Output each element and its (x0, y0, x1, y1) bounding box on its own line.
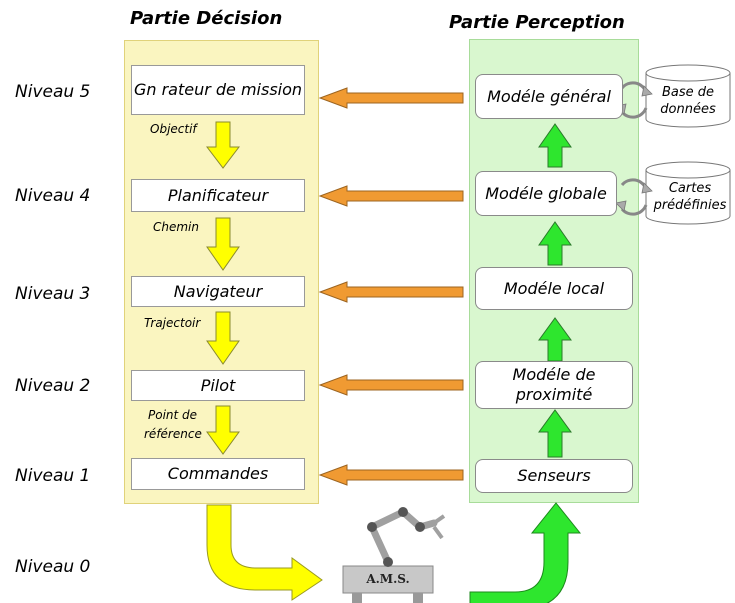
exchange-icon-1 (620, 81, 648, 119)
green-arrow-4 (538, 123, 572, 168)
green-arrow-2 (538, 317, 572, 362)
database-cylinder-cartes (645, 161, 731, 225)
modele-general-box: Modéle général (475, 74, 623, 119)
senseurs-box: Senseurs (475, 459, 633, 493)
database-cylinder-base (645, 64, 731, 128)
orange-arrow-level5 (318, 87, 464, 109)
yellow-curved-arrow (206, 504, 323, 601)
pilot-box: Pilot (131, 370, 305, 401)
yellow-down-arrows (205, 121, 241, 455)
commandes-box: Commandes (131, 458, 305, 490)
cartes-predefinies-label: Cartes prédéfinies (648, 181, 732, 215)
modele-local-box: Modéle local (475, 267, 633, 310)
yellow-arrow-3 (206, 311, 240, 365)
orange-arrow-level1 (318, 464, 464, 486)
mission-generator-box: Gn rateur de mission (131, 65, 305, 115)
perception-title: Partie Perception (449, 12, 625, 33)
robot-icon (342, 507, 446, 603)
decision-title: Partie Décision (130, 8, 283, 29)
yellow-arrow-2 (206, 217, 240, 271)
reference-label: référence (144, 427, 202, 441)
base-de-donnees-label: Base de données (650, 85, 726, 119)
green-up-arrows (538, 123, 572, 458)
level-2-label: Niveau 2 (15, 376, 91, 396)
level-0-label: Niveau 0 (15, 557, 91, 577)
orange-arrow-level2 (318, 374, 464, 396)
green-arrow-3 (538, 221, 572, 266)
modele-globale-box: Modéle globale (475, 171, 617, 216)
cartes-line-2: prédéfinies (653, 197, 727, 213)
green-arrow-1 (538, 409, 572, 458)
yellow-arrow-1 (205, 121, 241, 169)
objectif-label: Objectif (150, 122, 197, 136)
trajectoir-label: Trajectoir (144, 316, 201, 330)
green-curved-arrow (469, 502, 582, 603)
level-3-label: Niveau 3 (15, 284, 91, 304)
cartes-line-1: Cartes (668, 181, 712, 196)
exchange-icon-2 (620, 178, 648, 216)
navigateur-box: Navigateur (131, 276, 305, 307)
robot-label: A.M.S. (366, 572, 410, 586)
chemin-label: Chemin (153, 220, 199, 234)
base-line-2: données (660, 101, 716, 117)
orange-arrow-level3 (318, 281, 464, 303)
point-de-label: Point de (148, 408, 198, 422)
level-5-label: Niveau 5 (15, 82, 91, 102)
orange-left-arrows (318, 87, 464, 486)
orange-arrow-level4 (318, 185, 464, 207)
yellow-arrow-4 (206, 405, 240, 455)
planificateur-box: Planificateur (131, 179, 305, 212)
level-4-label: Niveau 4 (15, 186, 91, 206)
level-1-label: Niveau 1 (15, 466, 91, 486)
modele-proximite-box: Modéle de proximité (475, 361, 633, 409)
base-line-1: Base de (661, 85, 715, 100)
